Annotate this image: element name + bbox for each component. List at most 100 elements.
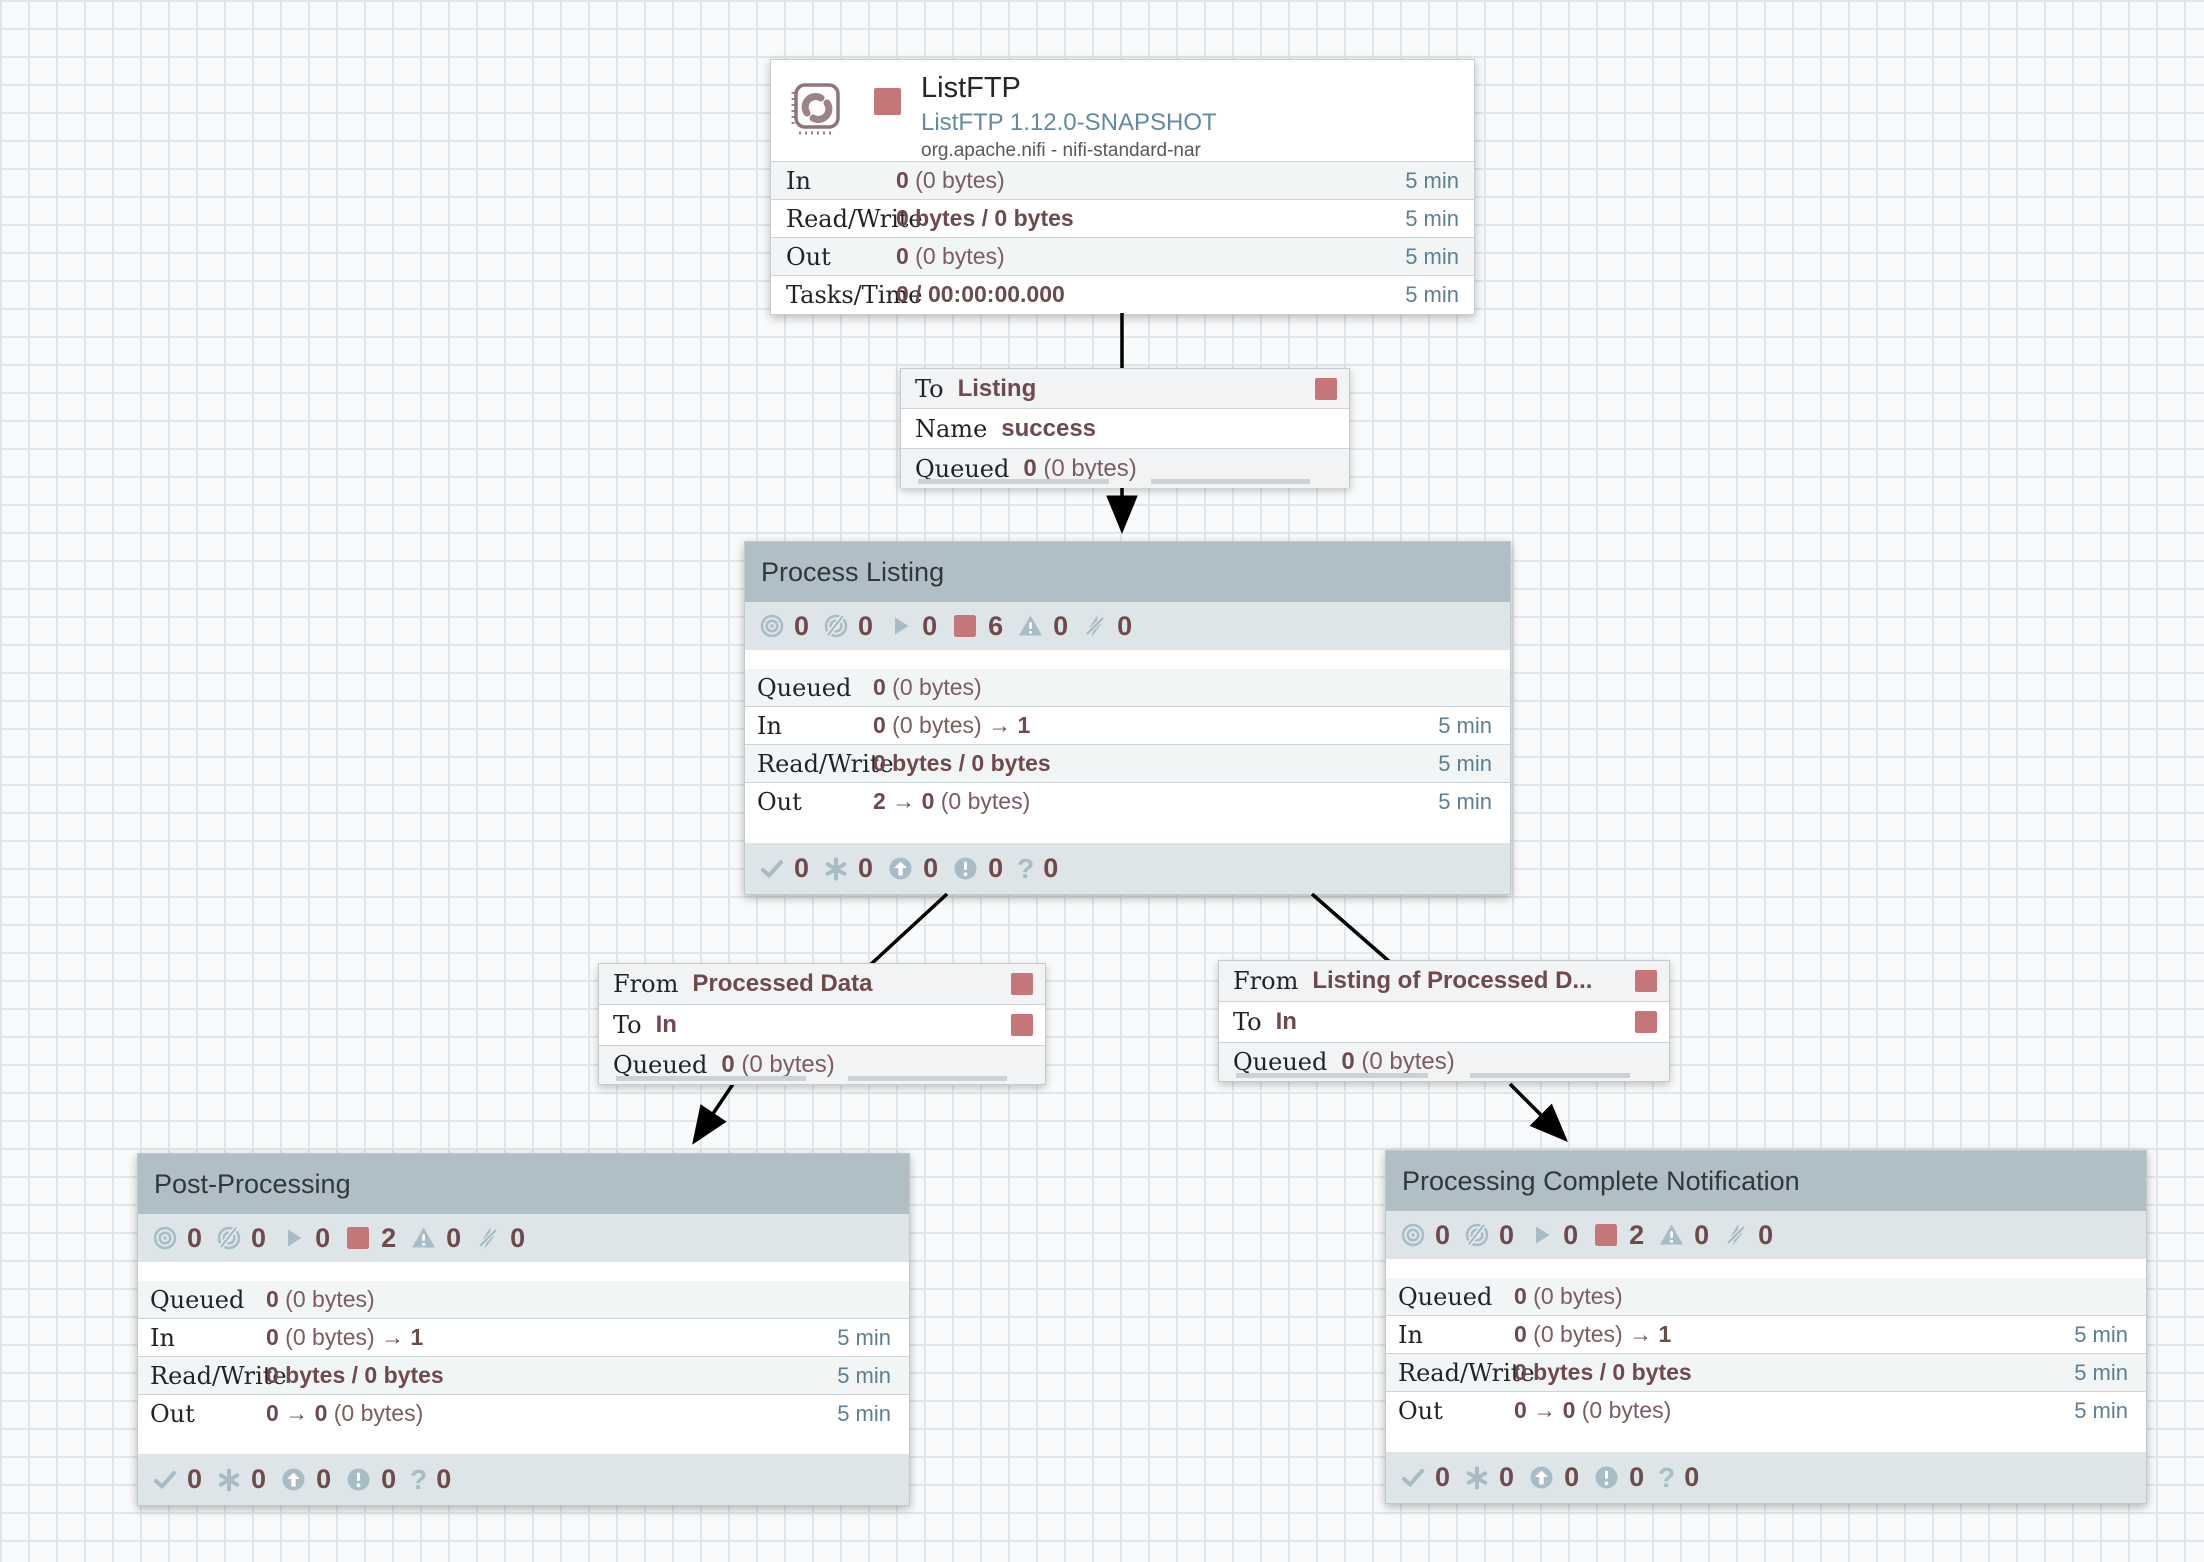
processor-listftp[interactable]: ListFTP ListFTP 1.12.0-SNAPSHOT org.apac… bbox=[770, 59, 1475, 315]
disabled-badge: 0 bbox=[475, 1223, 525, 1254]
processor-type: ListFTP 1.12.0-SNAPSHOT bbox=[921, 109, 1217, 136]
asterisk-icon bbox=[218, 1468, 240, 1491]
stat-row-queued: Queued 0 (0 bytes) bbox=[745, 669, 1510, 706]
locally-modified-and-stale-badge: 0 bbox=[1593, 1462, 1644, 1493]
bullseye-icon bbox=[1401, 1223, 1425, 1247]
up-to-date-badge: 0 bbox=[152, 1464, 202, 1495]
connection-from-row: From Listing of Processed D... bbox=[1219, 961, 1669, 1001]
stat-row-readwrite: Read/Write 0 bytes / 0 bytes 5 min bbox=[1386, 1353, 2146, 1391]
warning-triangle-icon bbox=[1660, 1224, 1684, 1245]
connection-label-listing-of-processed[interactable]: From Listing of Processed D... To In Que… bbox=[1218, 960, 1670, 1082]
stat-row-out: Out 0 (0 bytes) 5 min bbox=[771, 237, 1474, 275]
play-icon bbox=[1536, 1226, 1550, 1244]
not-transmitting-badge: 0 bbox=[1464, 1220, 1514, 1251]
transmitting-badge: 0 bbox=[759, 611, 809, 642]
check-icon bbox=[761, 859, 783, 877]
exclamation-circle-icon bbox=[954, 857, 977, 880]
arrow-up-circle-icon bbox=[889, 857, 912, 880]
stat-row-tasks: Tasks/Time 0 / 00:00:00.000 5 min bbox=[771, 275, 1474, 313]
stat-row-queued: Queued 0 (0 bytes) bbox=[138, 1281, 909, 1318]
stat-row-readwrite: Read/Write 0 bytes / 0 bytes 5 min bbox=[771, 199, 1474, 237]
stopped-status-square bbox=[1635, 1011, 1657, 1033]
locally-modified-badge: 0 bbox=[216, 1464, 266, 1495]
stopped-status-square bbox=[1011, 973, 1033, 995]
play-icon bbox=[895, 617, 909, 635]
connection-to-row: To In bbox=[599, 1004, 1045, 1045]
group-title: Process Listing bbox=[761, 556, 945, 587]
asterisk-icon bbox=[825, 857, 847, 880]
connection-label-success[interactable]: To Listing Name success Queued 0 (0 byte… bbox=[900, 368, 1350, 488]
connection-to-row: To Listing bbox=[901, 369, 1349, 408]
stale-badge: 0 bbox=[887, 853, 938, 884]
stopped-status-square bbox=[1635, 970, 1657, 992]
group-stats: Queued 0 (0 bytes) In 0 (0 bytes) → 1 5 … bbox=[1386, 1259, 2146, 1452]
connection-from-row: From Processed Data bbox=[599, 964, 1045, 1004]
stop-square-icon bbox=[1595, 1224, 1618, 1246]
group-header: Post-Processing bbox=[138, 1154, 909, 1214]
check-icon bbox=[1402, 1468, 1424, 1486]
stat-row-queued: Queued 0 (0 bytes) bbox=[1386, 1278, 2146, 1315]
not-transmitting-badge: 0 bbox=[823, 611, 873, 642]
group-header: Process Listing bbox=[745, 542, 1510, 602]
running-badge: 0 bbox=[1528, 1220, 1578, 1251]
processor-name: ListFTP bbox=[921, 72, 1021, 104]
stat-row-in: In 0 (0 bytes) → 1 5 min bbox=[138, 1318, 909, 1356]
group-title: Processing Complete Notification bbox=[1402, 1165, 1800, 1196]
arrow-up-circle-icon bbox=[282, 1468, 305, 1491]
bullseye-icon bbox=[760, 614, 784, 638]
warning-triangle-icon bbox=[1019, 615, 1043, 636]
invalid-badge: 0 bbox=[1017, 611, 1068, 642]
group-version-bar: 0 0 0 bbox=[1386, 1452, 2146, 1503]
stale-badge: 0 bbox=[280, 1464, 331, 1495]
locally-modified-and-stale-badge: 0 bbox=[345, 1464, 396, 1495]
group-version-bar: 0 0 0 bbox=[138, 1454, 909, 1505]
exclamation-circle-icon bbox=[1595, 1466, 1618, 1489]
disabled-badge: 0 bbox=[1723, 1220, 1773, 1251]
group-stats: Queued 0 (0 bytes) In 0 (0 bytes) → 1 5 … bbox=[138, 1262, 909, 1454]
disabled-badge: 0 bbox=[1082, 611, 1132, 642]
play-icon bbox=[288, 1229, 302, 1247]
running-badge: 0 bbox=[887, 611, 937, 642]
check-icon bbox=[154, 1470, 176, 1488]
locally-modified-badge: 0 bbox=[823, 853, 873, 884]
up-to-date-badge: 0 bbox=[759, 853, 809, 884]
stat-row-out: Out 0 → 0 (0 bytes) 5 min bbox=[1386, 1391, 2146, 1429]
stopped-status-square bbox=[874, 88, 901, 115]
bullseye-slash-icon bbox=[824, 614, 848, 638]
arrow-up-circle-icon bbox=[1530, 1466, 1553, 1489]
process-group-processing-complete-notification[interactable]: Processing Complete Notification 0 0 bbox=[1385, 1150, 2147, 1504]
stopped-status-square bbox=[1011, 1014, 1033, 1036]
stopped-status-square bbox=[1315, 377, 1337, 400]
stop-square-icon bbox=[954, 615, 977, 637]
connection-name-row: Name success bbox=[901, 408, 1349, 448]
connection-label-processed-data[interactable]: From Processed Data To In Queued 0 (0 by… bbox=[598, 963, 1046, 1085]
group-status-bar: 0 0 0 2 bbox=[1386, 1211, 2146, 1259]
queue-capacity-bars bbox=[599, 1076, 1045, 1081]
group-status-bar: 0 0 0 6 bbox=[745, 602, 1510, 650]
up-to-date-badge: 0 bbox=[1400, 1462, 1450, 1493]
group-version-bar: 0 0 0 bbox=[745, 843, 1510, 894]
not-transmitting-badge: 0 bbox=[216, 1223, 266, 1254]
group-status-bar: 0 0 0 2 bbox=[138, 1214, 909, 1262]
question-mark-icon: ? bbox=[1658, 1461, 1676, 1493]
processor-stamp-icon bbox=[791, 83, 840, 135]
warning-triangle-icon bbox=[412, 1227, 436, 1248]
processor-bundle: org.apache.nifi - nifi-standard-nar bbox=[921, 140, 1201, 161]
sync-failure-badge: ? 0 bbox=[1017, 852, 1059, 884]
stat-row-readwrite: Read/Write 0 bytes / 0 bytes 5 min bbox=[745, 744, 1510, 782]
bolt-slash-icon bbox=[478, 1227, 498, 1249]
group-title: Post-Processing bbox=[154, 1168, 351, 1199]
process-group-process-listing[interactable]: Process Listing 0 0 bbox=[744, 541, 1511, 895]
stat-row-in: In 0 (0 bytes) → 1 5 min bbox=[745, 706, 1510, 744]
sync-failure-badge: ? 0 bbox=[410, 1463, 452, 1495]
locally-modified-and-stale-badge: 0 bbox=[952, 853, 1003, 884]
process-group-post-processing[interactable]: Post-Processing 0 0 bbox=[137, 1153, 910, 1506]
stopped-badge: 2 bbox=[344, 1223, 396, 1254]
queue-capacity-bars bbox=[1219, 1073, 1669, 1078]
question-mark-icon: ? bbox=[1017, 852, 1035, 884]
stat-row-in: In 0 (0 bytes) → 1 5 min bbox=[1386, 1315, 2146, 1353]
stop-square-icon bbox=[347, 1227, 370, 1249]
asterisk-icon bbox=[1466, 1466, 1488, 1489]
group-header: Processing Complete Notification bbox=[1386, 1151, 2146, 1211]
